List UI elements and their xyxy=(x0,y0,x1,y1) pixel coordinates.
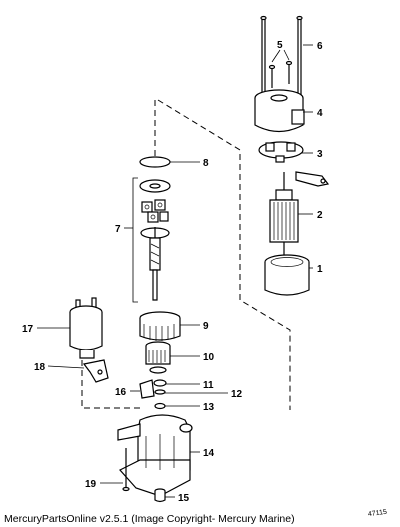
callout-7: 7 xyxy=(115,224,121,235)
callout-3: 3 xyxy=(317,149,323,160)
callout-4: 4 xyxy=(317,108,323,119)
part-19-bolt[interactable] xyxy=(122,448,130,492)
callout-labels: 1 2 3 4 5 6 7 8 9 10 11 12 13 14 15 16 1… xyxy=(22,40,323,504)
part-3-brush-plate[interactable] xyxy=(258,141,330,187)
part-8-o-ring[interactable] xyxy=(139,156,171,168)
part-7-gear-assembly[interactable] xyxy=(139,179,171,301)
part-1-field-frame[interactable] xyxy=(264,254,310,296)
callout-9: 9 xyxy=(203,321,209,332)
part-9-clutch-ring[interactable] xyxy=(139,311,181,341)
part-4-end-cap[interactable] xyxy=(254,89,305,133)
callout-12: 12 xyxy=(231,389,243,400)
leader-lines xyxy=(37,44,313,498)
part-13-washer[interactable] xyxy=(154,402,166,410)
callout-11: 11 xyxy=(203,380,214,391)
callout-2: 2 xyxy=(317,210,323,221)
callout-6: 6 xyxy=(317,41,323,52)
part-5-screws[interactable] xyxy=(268,60,293,89)
callout-14: 14 xyxy=(203,448,215,459)
copyright-caption: MercuryPartsOnline v2.5.1 (Image Copyrig… xyxy=(4,513,295,525)
callout-16: 16 xyxy=(115,387,127,398)
callout-5: 5 xyxy=(277,40,283,51)
callout-13: 13 xyxy=(203,402,215,413)
callout-17: 17 xyxy=(22,324,34,335)
part-14-drive-housing[interactable] xyxy=(117,414,193,497)
callout-8: 8 xyxy=(203,158,209,169)
part-12-ring[interactable] xyxy=(154,389,166,395)
part-10-drive-pinion[interactable] xyxy=(145,341,171,374)
part-2-armature[interactable] xyxy=(269,172,299,256)
part-6-through-bolts[interactable] xyxy=(260,15,303,96)
callout-1: 1 xyxy=(317,264,323,275)
assembly-dashed-lines xyxy=(81,99,291,410)
part-17-solenoid[interactable] xyxy=(69,297,103,359)
callout-15: 15 xyxy=(178,493,190,504)
part-16-lever-bracket[interactable] xyxy=(139,379,155,399)
part-18-shift-lever[interactable] xyxy=(82,359,109,383)
part-7-bracket xyxy=(132,177,138,303)
part-11-collar[interactable] xyxy=(153,379,167,387)
callout-19: 19 xyxy=(85,479,97,490)
callout-18: 18 xyxy=(34,362,46,373)
callout-10: 10 xyxy=(203,352,215,363)
part-15-bushing[interactable] xyxy=(154,488,166,503)
